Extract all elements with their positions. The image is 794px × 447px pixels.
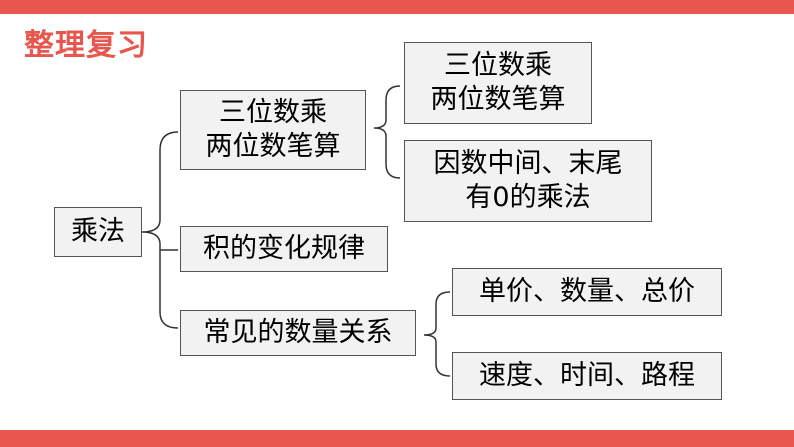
bottom-accent-bar bbox=[0, 430, 794, 447]
node-3digit-by-2digit-sub: 三位数乘 两位数笔算 bbox=[404, 42, 592, 124]
node-common-quantity-relations: 常见的数量关系 bbox=[180, 310, 416, 356]
node-zero-in-factor: 因数中间、末尾 有0的乘法 bbox=[404, 140, 652, 222]
node-3digit-by-2digit: 三位数乘 两位数笔算 bbox=[180, 90, 366, 170]
node-speed-time-distance: 速度、时间、路程 bbox=[452, 352, 722, 400]
node-price-quantity-total: 单价、数量、总价 bbox=[452, 268, 722, 316]
brace-root bbox=[141, 131, 179, 329]
brace-a bbox=[373, 85, 401, 179]
brace-c bbox=[423, 291, 451, 377]
node-product-change-rule: 积的变化规律 bbox=[180, 226, 388, 272]
node-multiplication: 乘法 bbox=[54, 207, 142, 257]
top-accent-bar bbox=[0, 0, 794, 14]
page-title: 整理复习 bbox=[24, 28, 148, 63]
